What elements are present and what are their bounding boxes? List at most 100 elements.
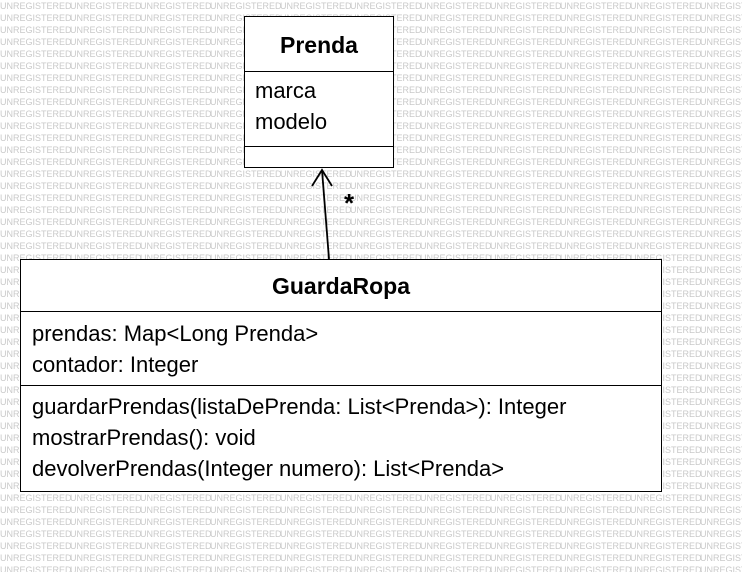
watermark-text: UNREGISTERED [630, 37, 702, 47]
watermark-text: UNREGISTERED [700, 145, 742, 155]
watermark-text: UNREGISTERED [700, 73, 742, 83]
watermark-row: UNREGISTEREDUNREGISTEREDUNREGISTEREDUNRE… [0, 516, 742, 528]
watermark-text: UNREGISTERED [280, 517, 352, 527]
watermark-text: UNREGISTERED [700, 301, 742, 311]
watermark-text: UNREGISTERED [420, 205, 492, 215]
attributes-section-guardaropa: prendas: Map<Long Prenda> contador: Inte… [21, 312, 661, 386]
watermark-text: UNREGISTERED [630, 313, 702, 323]
watermark-text: UNREGISTERED [700, 253, 742, 263]
watermark-text: UNREGISTERED [560, 133, 632, 143]
watermark-text: UNREGISTERED [700, 205, 742, 215]
watermark-text: UNREGISTERED [70, 25, 142, 35]
watermark-text: UNREGISTERED [140, 505, 212, 515]
association-edge [321, 169, 330, 260]
watermark-row: UNREGISTEREDUNREGISTEREDUNREGISTEREDUNRE… [0, 192, 742, 204]
watermark-text: UNREGISTERED [140, 169, 212, 179]
watermark-text: UNREGISTERED [630, 469, 702, 479]
watermark-text: UNREGISTERED [140, 229, 212, 239]
watermark-text: UNREGISTERED [70, 97, 142, 107]
watermark-row: UNREGISTEREDUNREGISTEREDUNREGISTEREDUNRE… [0, 228, 742, 240]
class-prenda[interactable]: Prenda marca modelo [244, 16, 394, 168]
attributes-section-prenda: marca modelo [245, 72, 393, 147]
watermark-text: UNREGISTERED [630, 385, 702, 395]
watermark-text: UNREGISTERED [560, 217, 632, 227]
watermark-text: UNREGISTERED [490, 37, 562, 47]
attribute-contador: contador: Integer [32, 352, 199, 377]
watermark-text: UNREGISTERED [70, 517, 142, 527]
watermark-text: UNREGISTERED [490, 1, 562, 11]
watermark-text: UNREGISTERED [140, 109, 212, 119]
watermark-text: UNREGISTERED [490, 13, 562, 23]
watermark-text: UNREGISTERED [350, 253, 422, 263]
watermark-text: UNREGISTERED [560, 229, 632, 239]
watermark-text: UNREGISTERED [560, 493, 632, 503]
watermark-text: UNREGISTERED [700, 25, 742, 35]
operation-devolver-prendas: devolverPrendas(Integer numero): List<Pr… [32, 456, 505, 481]
watermark-text: UNREGISTERED [630, 421, 702, 431]
watermark-text: UNREGISTERED [490, 181, 562, 191]
watermark-text: UNREGISTERED [560, 541, 632, 551]
watermark-text: UNREGISTERED [630, 505, 702, 515]
watermark-text: UNREGISTERED [700, 13, 742, 23]
watermark-text: UNREGISTERED [700, 121, 742, 131]
watermark-text: UNREGISTERED [490, 541, 562, 551]
watermark-text: UNREGISTERED [0, 565, 72, 572]
watermark-text: UNREGISTERED [140, 85, 212, 95]
watermark-text: UNREGISTERED [630, 529, 702, 539]
watermark-text: UNREGISTERED [140, 517, 212, 527]
watermark-text: UNREGISTERED [560, 565, 632, 572]
watermark-text: UNREGISTERED [420, 241, 492, 251]
watermark-text: UNREGISTERED [560, 253, 632, 263]
watermark-text: UNREGISTERED [420, 61, 492, 71]
watermark-text: UNREGISTERED [0, 229, 72, 239]
watermark-text: UNREGISTERED [490, 493, 562, 503]
watermark-text: UNREGISTERED [210, 229, 282, 239]
watermark-text: UNREGISTERED [700, 541, 742, 551]
watermark-text: UNREGISTERED [350, 229, 422, 239]
watermark-row: UNREGISTEREDUNREGISTEREDUNREGISTEREDUNRE… [0, 504, 742, 516]
watermark-text: UNREGISTERED [70, 157, 142, 167]
watermark-text: UNREGISTERED [490, 253, 562, 263]
watermark-text: UNREGISTERED [630, 361, 702, 371]
watermark-text: UNREGISTERED [280, 529, 352, 539]
watermark-text: UNREGISTERED [630, 109, 702, 119]
watermark-text: UNREGISTERED [490, 85, 562, 95]
watermark-text: UNREGISTERED [350, 541, 422, 551]
watermark-text: UNREGISTERED [700, 433, 742, 443]
watermark-text: UNREGISTERED [700, 325, 742, 335]
watermark-text: UNREGISTERED [140, 133, 212, 143]
watermark-text: UNREGISTERED [630, 181, 702, 191]
watermark-text: UNREGISTERED [140, 241, 212, 251]
watermark-text: UNREGISTERED [560, 517, 632, 527]
watermark-text: UNREGISTERED [280, 205, 352, 215]
watermark-text: UNREGISTERED [350, 205, 422, 215]
watermark-text: UNREGISTERED [350, 553, 422, 563]
watermark-text: UNREGISTERED [630, 169, 702, 179]
watermark-text: UNREGISTERED [420, 109, 492, 119]
watermark-text: UNREGISTERED [70, 169, 142, 179]
watermark-text: UNREGISTERED [0, 493, 72, 503]
watermark-text: UNREGISTERED [700, 1, 742, 11]
watermark-text: UNREGISTERED [0, 1, 72, 11]
watermark-text: UNREGISTERED [560, 97, 632, 107]
watermark-text: UNREGISTERED [630, 13, 702, 23]
watermark-row: UNREGISTEREDUNREGISTEREDUNREGISTEREDUNRE… [0, 0, 742, 12]
watermark-text: UNREGISTERED [700, 61, 742, 71]
watermark-text: UNREGISTERED [420, 493, 492, 503]
watermark-text: UNREGISTERED [560, 529, 632, 539]
watermark-text: UNREGISTERED [420, 25, 492, 35]
operations-section-guardaropa: guardarPrendas(listaDePrenda: List<Prend… [21, 386, 661, 491]
watermark-row: UNREGISTEREDUNREGISTEREDUNREGISTEREDUNRE… [0, 204, 742, 216]
class-guardaropa[interactable]: GuardaRopa prendas: Map<Long Prenda> con… [20, 259, 662, 492]
watermark-text: UNREGISTERED [70, 253, 142, 263]
watermark-text: UNREGISTERED [700, 277, 742, 287]
watermark-text: UNREGISTERED [560, 25, 632, 35]
watermark-text: UNREGISTERED [0, 253, 72, 263]
watermark-text: UNREGISTERED [630, 541, 702, 551]
watermark-text: UNREGISTERED [560, 193, 632, 203]
watermark-text: UNREGISTERED [560, 205, 632, 215]
watermark-text: UNREGISTERED [630, 265, 702, 275]
watermark-text: UNREGISTERED [630, 97, 702, 107]
watermark-text: UNREGISTERED [350, 181, 422, 191]
watermark-text: UNREGISTERED [490, 109, 562, 119]
